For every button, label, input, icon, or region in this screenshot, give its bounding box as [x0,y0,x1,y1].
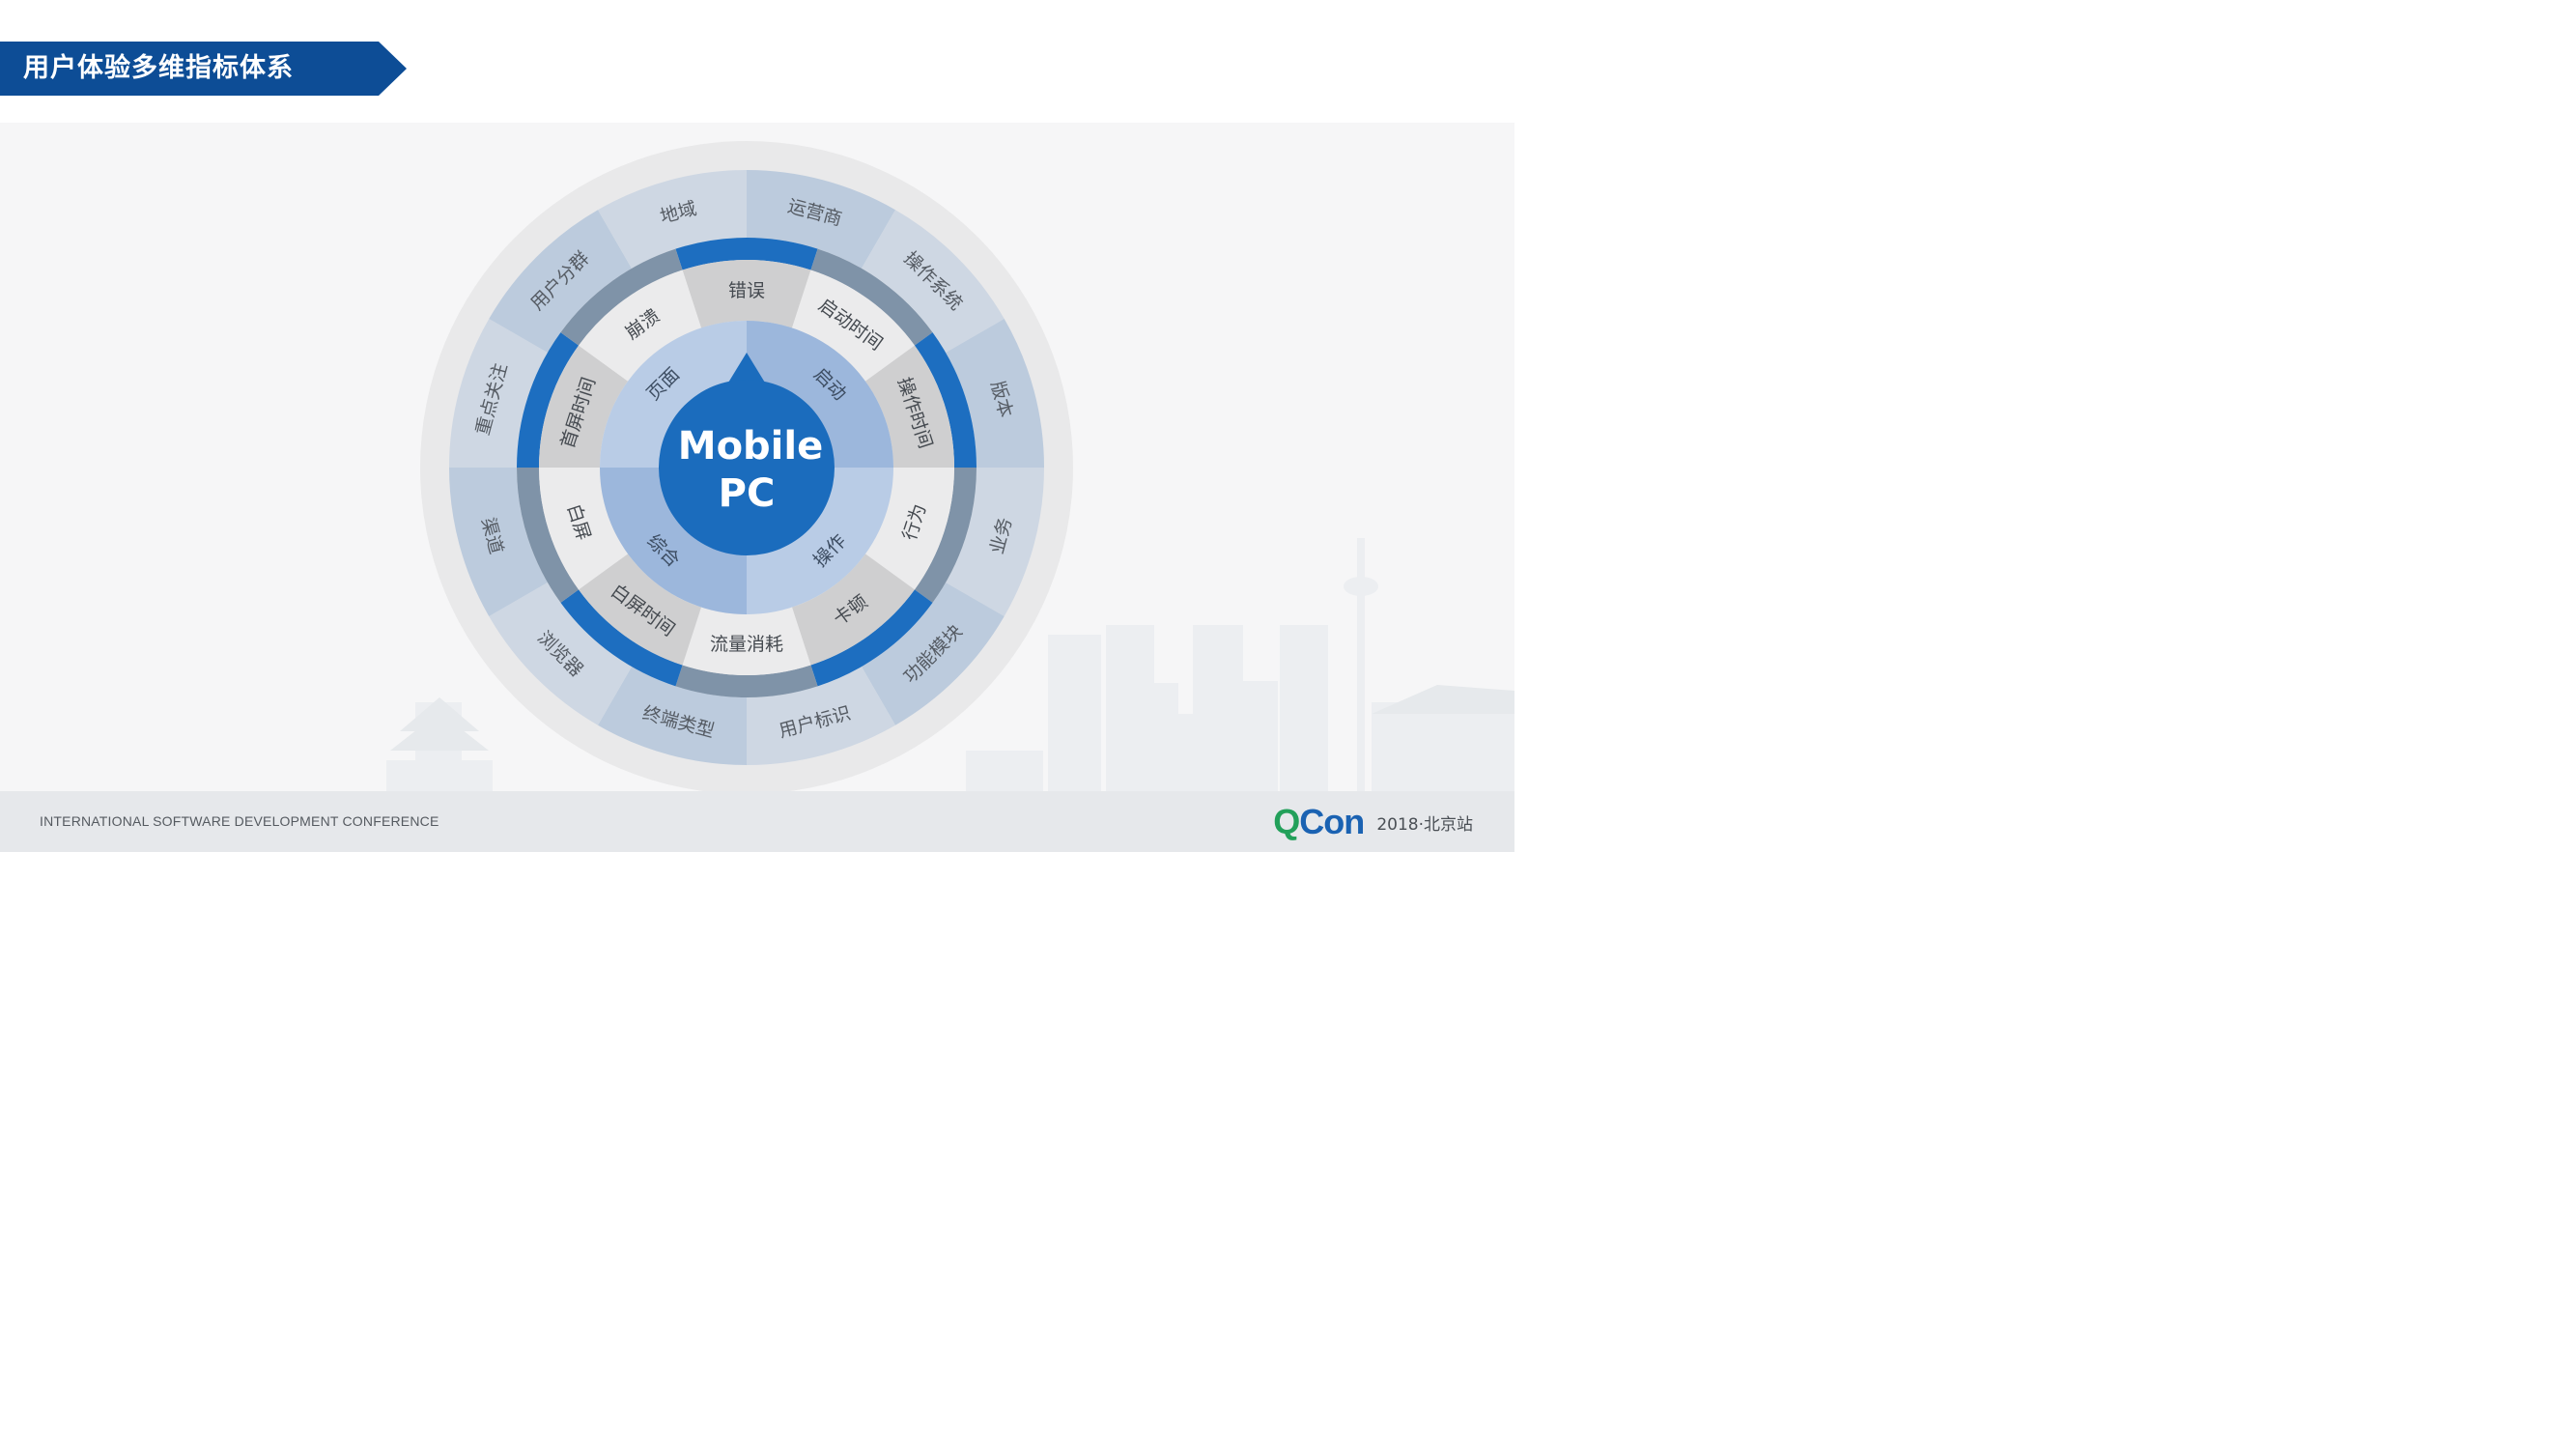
title-banner-shape [0,42,407,96]
outer-ring-segment [489,210,632,353]
middle-ring-segment [579,270,702,382]
outer-ring-segment [489,582,632,725]
logo-q: Q [1273,802,1300,841]
ring-band-segment [810,248,933,346]
outer-ring-segment [598,667,747,765]
ring-band-segment [675,238,818,270]
outer-ring-segment [449,468,548,616]
qcon-logo: QCon 2018·北京站 [1273,803,1473,841]
center-label-pc: PC [719,471,776,516]
ring-band-segment [914,468,977,603]
center-label-mobile: Mobile [678,424,823,469]
outer-ring-segment [862,210,1005,353]
ring-band-segment [517,332,580,468]
middle-ring-segment [539,468,629,590]
middle-ring-segment [864,468,954,590]
outer-ring-segment [449,319,548,468]
ring-band-segment [914,332,977,468]
middle-ring-segment [682,607,811,676]
middle-ring-label: 错误 [728,280,765,301]
ring-band-segment [810,589,933,687]
outer-ring-segment [946,468,1044,616]
logo-con: Con [1299,802,1365,841]
center-circle [659,380,835,555]
ring-band-segment [560,248,683,346]
outer-ring-segment [598,170,747,269]
ring-band-segment [560,589,683,687]
title-banner: 用户体验多维指标体系 [0,42,408,96]
footer: INTERNATIONAL SOFTWARE DEVELOPMENT CONFE… [0,791,1514,852]
city-skyline-background [386,538,1514,791]
outer-ring-segment [862,582,1005,725]
conference-name: INTERNATIONAL SOFTWARE DEVELOPMENT CONFE… [40,813,439,829]
page-title: 用户体验多维指标体系 [23,53,294,83]
outer-ring-segment [747,667,895,765]
center-pointer [725,353,768,387]
middle-ring-segment [682,260,811,328]
middle-ring-segment [791,270,915,382]
ring-band-segment [517,468,580,603]
metrics-wheel-diagram: 运营商操作系统版本业务功能模块用户标识终端类型浏览器渠道重点关注用户分群地域错误… [420,141,1073,794]
middle-ring-segment [864,345,954,468]
middle-ring-segment [791,554,915,666]
middle-ring-segment [579,554,702,666]
event-label: 2018·北京站 [1376,814,1473,835]
ring-band-segment [675,665,818,698]
middle-ring-segment [539,345,629,468]
middle-ring-label: 流量消耗 [710,634,783,655]
outer-ring-segment [747,170,895,269]
outer-ring-segment [946,319,1044,468]
